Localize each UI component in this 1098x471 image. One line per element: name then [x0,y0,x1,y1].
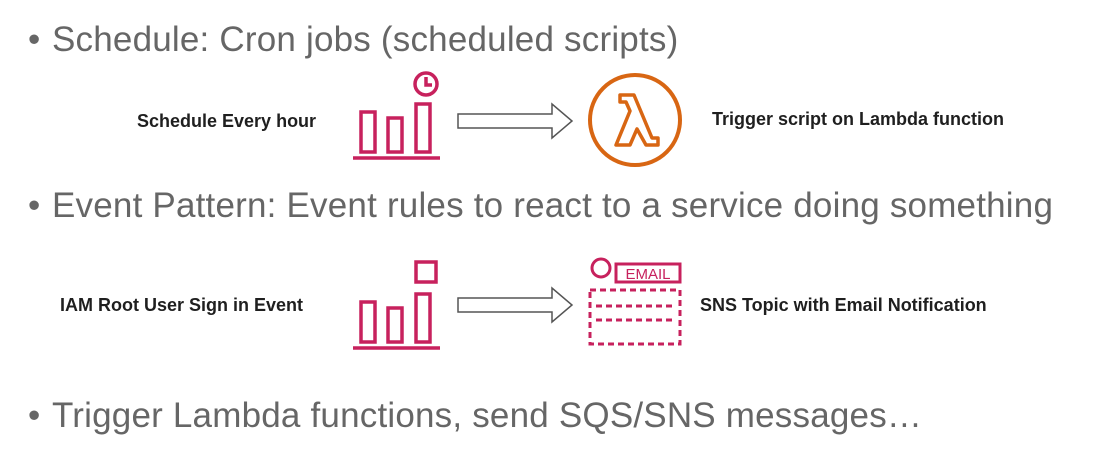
flow-arrow [457,102,574,140]
schedule-label: Schedule Every hour [137,111,317,131]
eventbridge-event-icon [353,260,440,350]
flow-arrow [457,286,574,324]
bullet-schedule: • Schedule: Cron jobs (scheduled scripts) [28,20,678,60]
lambda-label: Trigger script on Lambda function [712,109,1005,129]
bullet-marker: • [28,20,41,59]
sns-email-icon: EMAIL [588,257,682,346]
bullet-text: Schedule: Cron jobs (scheduled scripts) [52,20,679,59]
bullet-marker: • [28,186,41,225]
bullet-text: Event Pattern: Event rules to react to a… [52,186,1054,225]
sns-label: SNS Topic with Email Notification [700,295,987,315]
bullet-event-pattern: • Event Pattern: Event rules to react to … [28,186,1053,226]
eventbridge-schedule-icon [353,71,440,160]
bullet-trigger: • Trigger Lambda functions, send SQS/SNS … [28,396,922,436]
lambda-icon [588,73,682,167]
bullet-text: Trigger Lambda functions, send SQS/SNS m… [52,396,923,435]
email-tag-text: EMAIL [625,266,670,283]
iam-event-label: IAM Root User Sign in Event [60,295,304,315]
bullet-marker: • [28,396,41,435]
